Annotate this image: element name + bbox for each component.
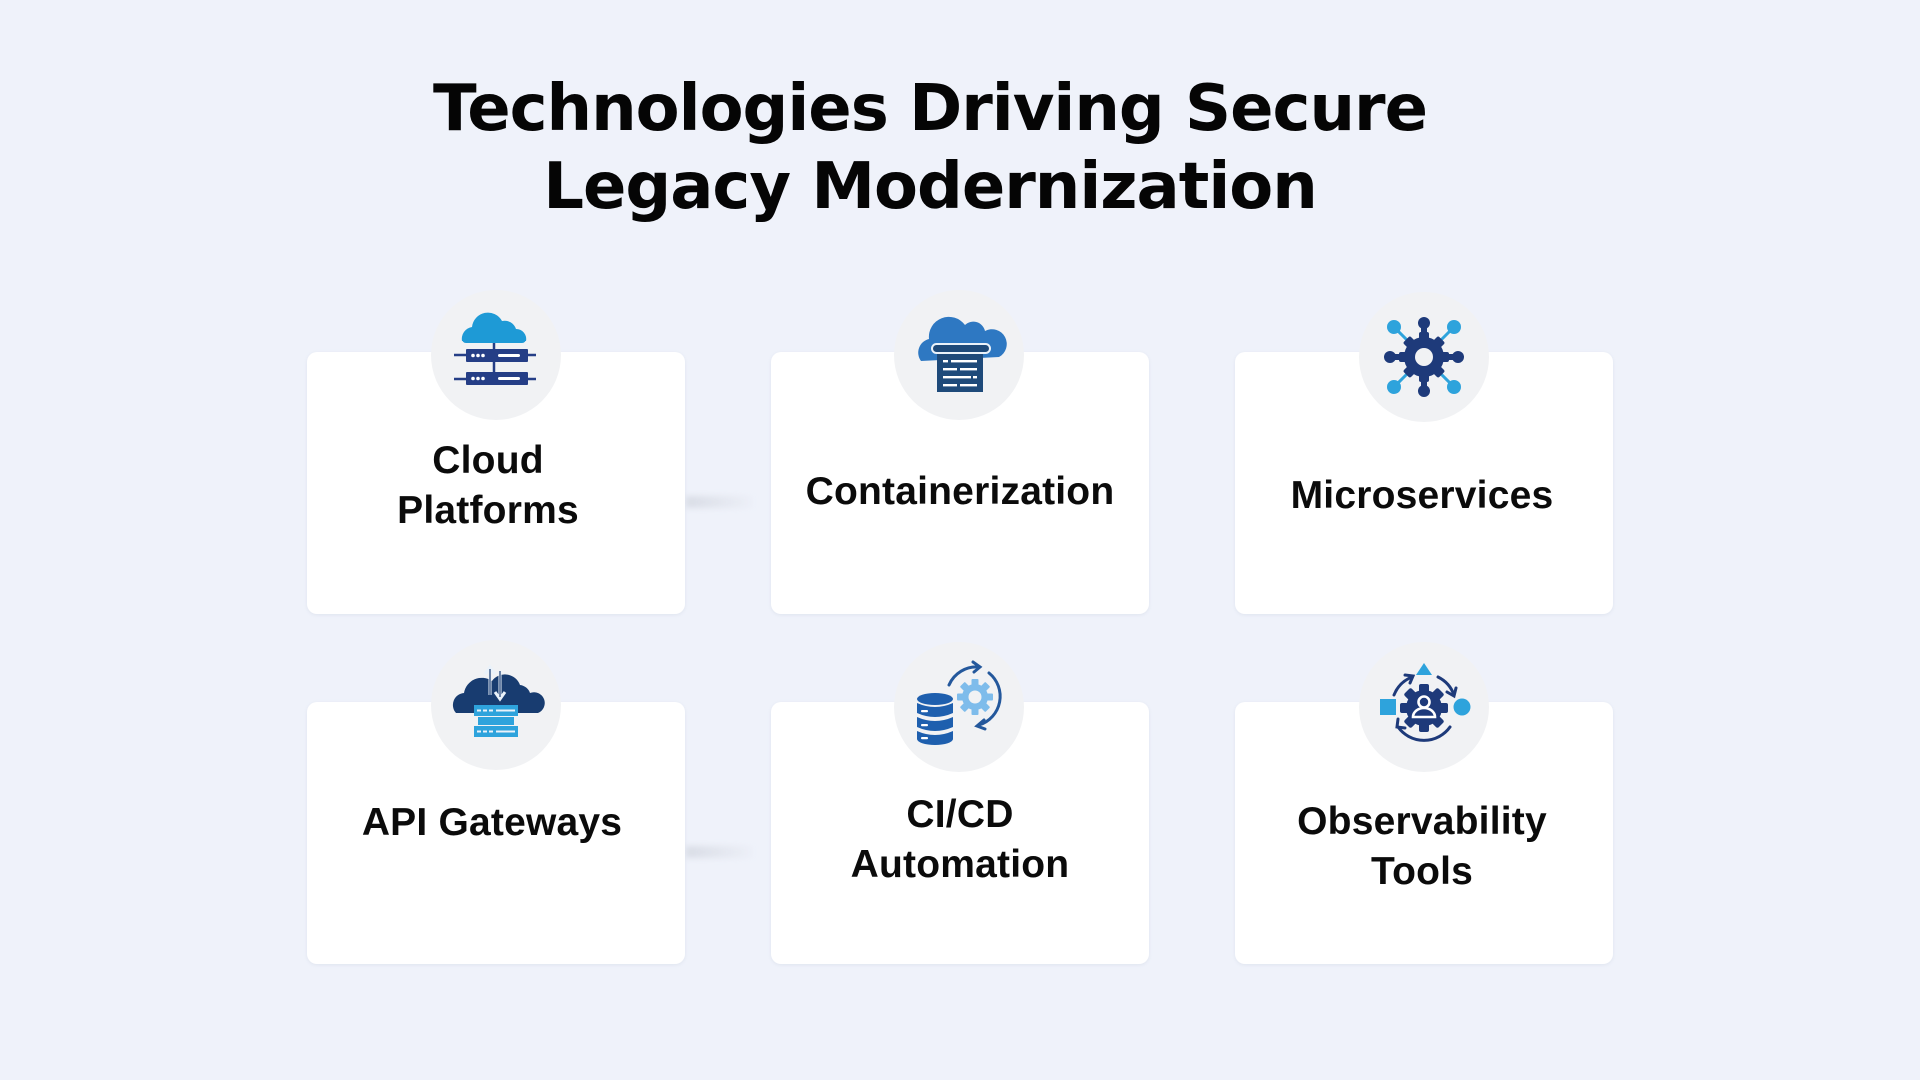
icon-circle xyxy=(431,640,561,770)
title-line-2: Legacy Modernization xyxy=(543,150,1318,224)
cloud-container-icon xyxy=(918,316,1007,392)
card-label: Containerization xyxy=(771,467,1149,517)
icon-circle xyxy=(1359,292,1489,422)
card-label-line: Automation xyxy=(850,843,1070,886)
microservices-network-icon xyxy=(1384,317,1464,397)
connector-shadow xyxy=(686,496,756,508)
icon-circle xyxy=(1359,642,1489,772)
card-label-line: Microservices xyxy=(1290,474,1554,517)
card-label-line: CI/CD xyxy=(906,793,1014,836)
card-label-line: API Gateways xyxy=(361,801,623,844)
icon-circle xyxy=(894,290,1024,420)
icon-circle xyxy=(894,642,1024,772)
card-label: Observability Tools xyxy=(1233,797,1611,897)
database-sync-gear-icon xyxy=(917,660,1002,745)
card-label-line: Observability xyxy=(1297,800,1547,843)
api-gateway-cloud-icon xyxy=(452,664,545,737)
connector-shadow xyxy=(686,846,756,858)
card-label: API Gateways xyxy=(303,798,681,848)
card-label-line: Containerization xyxy=(805,470,1115,513)
cloud-server-icon xyxy=(454,312,536,385)
card-label-line: Cloud xyxy=(432,439,544,482)
card-label: CI/CD Automation xyxy=(771,790,1149,890)
card-ci-cd-automation: CI/CD Automation xyxy=(771,702,1149,964)
icon-circle xyxy=(431,290,561,420)
card-label: Cloud Platforms xyxy=(299,436,677,536)
page-title: Technologies Driving Secure Legacy Moder… xyxy=(430,70,1430,226)
card-label: Microservices xyxy=(1233,471,1611,521)
observability-gear-user-icon xyxy=(1380,663,1471,742)
card-label-line: Tools xyxy=(1370,850,1474,893)
card-label-line: Platforms xyxy=(397,489,579,532)
title-line-1: Technologies Driving Secure xyxy=(433,72,1428,146)
